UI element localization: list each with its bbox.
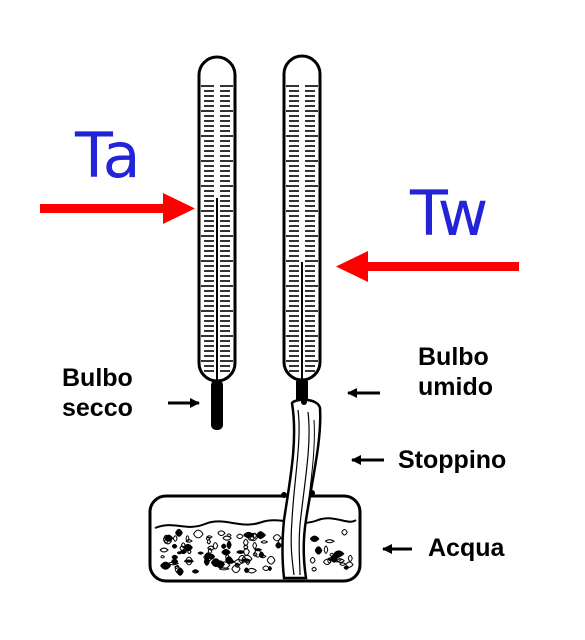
wet-bulb-label-line1: Bulbo bbox=[418, 343, 489, 371]
water-speckle bbox=[333, 550, 345, 558]
water-speckle bbox=[256, 531, 265, 540]
water-speckle bbox=[343, 565, 350, 570]
water-speckle bbox=[225, 556, 234, 565]
water-speckle bbox=[175, 528, 183, 537]
water-speckle bbox=[254, 548, 263, 552]
water-speckle bbox=[176, 551, 183, 555]
water-speckle bbox=[226, 540, 232, 550]
dry-bulb-label: Bulbo secco bbox=[62, 363, 133, 423]
water-speckle bbox=[212, 542, 219, 550]
water-speckle bbox=[206, 535, 213, 539]
dry-bulb-label-line1: Bulbo bbox=[62, 364, 133, 392]
water-speckle bbox=[217, 530, 226, 536]
water-speckle bbox=[336, 558, 345, 563]
water-speckle bbox=[167, 561, 180, 566]
water-speckle bbox=[243, 544, 249, 550]
water-speckle bbox=[234, 563, 240, 568]
water-speckle bbox=[176, 567, 184, 576]
water-speckle bbox=[309, 535, 320, 543]
water-speckle bbox=[309, 557, 316, 564]
water-speckle bbox=[252, 532, 257, 539]
water-speckle bbox=[267, 566, 272, 571]
water-container bbox=[148, 494, 362, 583]
dry-thermometer bbox=[197, 55, 237, 430]
water-speckle bbox=[266, 555, 276, 565]
water-speckle bbox=[226, 533, 232, 538]
water-speckle bbox=[221, 548, 231, 556]
water-speckle bbox=[329, 552, 335, 557]
wet-thermometer-scale bbox=[286, 85, 318, 372]
wet-thermometer bbox=[282, 54, 322, 413]
water-speckle bbox=[197, 551, 205, 555]
water-speckle bbox=[327, 557, 337, 561]
water-speckle bbox=[171, 558, 179, 565]
water-speckle bbox=[231, 564, 241, 574]
water-speckle bbox=[174, 565, 179, 569]
water-speckle bbox=[221, 543, 227, 549]
water-speckle bbox=[159, 547, 169, 553]
water-speckle bbox=[185, 539, 193, 543]
water-speckle bbox=[311, 566, 317, 572]
water-speckle bbox=[241, 554, 253, 563]
water-speckle bbox=[324, 539, 335, 544]
water-speckle bbox=[208, 553, 216, 560]
water-speckle bbox=[215, 560, 225, 569]
wet-bulb-label-line2: umido bbox=[418, 373, 493, 401]
water-speckle bbox=[260, 540, 269, 544]
water-speckle bbox=[341, 529, 348, 536]
water-speckle bbox=[207, 547, 213, 554]
water-speckle bbox=[219, 567, 231, 571]
water-speckle bbox=[193, 529, 204, 539]
water-speckle bbox=[180, 542, 186, 548]
water-speckle bbox=[185, 535, 190, 542]
water-speckle bbox=[314, 546, 323, 555]
dry-arrow bbox=[40, 193, 195, 224]
water-speckle bbox=[185, 556, 194, 566]
water-speckle bbox=[183, 543, 193, 552]
dry-thermometer-scale bbox=[201, 85, 233, 372]
wet-arrow bbox=[336, 251, 519, 282]
water-texture bbox=[159, 528, 354, 576]
water-speckle bbox=[252, 542, 258, 550]
water-speckle bbox=[323, 545, 329, 554]
water-speckle bbox=[171, 554, 179, 560]
water-speckle bbox=[171, 543, 178, 549]
water-speckle bbox=[236, 550, 245, 554]
water-label: Acqua bbox=[428, 534, 505, 562]
tw-label: Tw bbox=[410, 177, 489, 250]
wet-bulb-label: Bulbo umido bbox=[418, 342, 493, 402]
dry-bulb bbox=[211, 380, 223, 430]
water-speckle bbox=[160, 555, 166, 559]
ta-label: Ta bbox=[75, 119, 141, 192]
dry-bulb-label-line2: secco bbox=[62, 394, 133, 422]
water-speckle bbox=[172, 535, 178, 542]
water-speckle bbox=[347, 554, 353, 562]
wick-label: Stoppino bbox=[398, 446, 507, 474]
water-speckle bbox=[222, 535, 232, 541]
water-speckle bbox=[164, 537, 172, 545]
water-speckle bbox=[236, 533, 244, 540]
wick bbox=[281, 398, 322, 580]
water-speckle bbox=[241, 558, 251, 562]
water-speckle bbox=[183, 559, 195, 563]
water-speckle bbox=[246, 567, 258, 574]
water-speckle bbox=[192, 569, 200, 574]
water-speckle bbox=[205, 536, 211, 541]
